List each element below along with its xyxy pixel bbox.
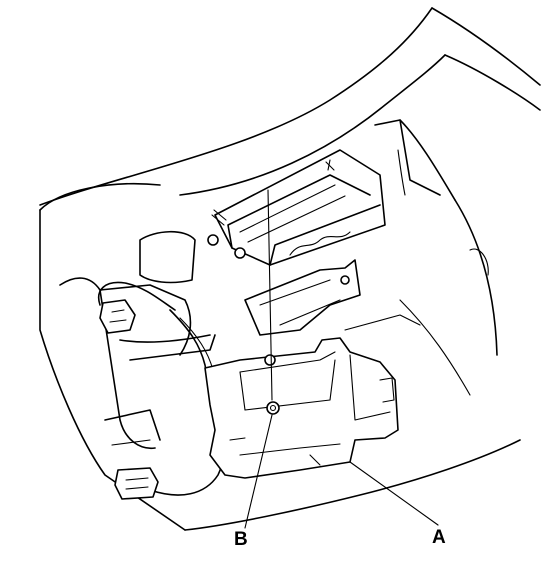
upper-wire-connector <box>98 281 176 334</box>
under-cover-a <box>204 337 399 479</box>
leader-line-b <box>244 414 273 529</box>
dashboard-shell <box>39 7 541 356</box>
installation-guide-line <box>267 189 273 401</box>
lower-body-contour <box>184 299 521 531</box>
leader-line-a <box>349 461 439 526</box>
glove-box-frame <box>211 149 386 266</box>
side-trim-panel <box>39 209 196 531</box>
callout-label-b: B <box>234 529 248 550</box>
mounting-bracket <box>207 234 361 336</box>
callout-label-a: A <box>432 527 446 548</box>
wire-harness <box>119 309 216 411</box>
bolt-b <box>264 354 280 415</box>
